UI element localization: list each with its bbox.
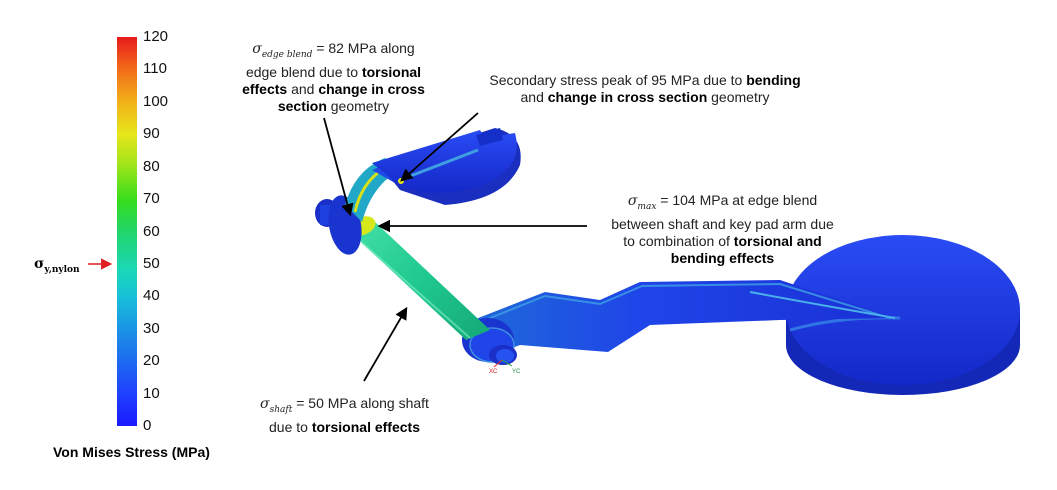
key-pad-disc [786,235,1020,395]
colorbar-tick: 110 [143,60,167,78]
colorbar-tick: 80 [143,157,160,175]
yield-symbol: σ [34,256,45,272]
stress-colorbar [117,37,137,426]
shaft-annotation: σshaft = 50 MPa along shaft due to torsi… [260,395,429,435]
colorbar-tick: 50 [143,254,160,272]
shaft-arrow [363,306,408,382]
max-stress-annotation: σmax = 104 MPa at edge blend between sha… [611,192,834,266]
colorbar-tick: 20 [143,352,160,370]
colorbar-title: Von Mises Stress (MPa) [53,444,210,460]
colorbar-tick: 120 [143,28,169,45]
shaft-symbol: σshaft [260,396,293,415]
colorbar-tick: 60 [143,222,160,240]
colorbar-tick: 0 [143,417,152,434]
colorbar-tick: 90 [143,125,160,143]
max-symbol: σmax [627,193,657,212]
secondary-peak-arrow [400,112,479,182]
key-pad-arm [468,280,896,356]
colorbar-tick: 40 [143,287,160,305]
secondary-peak-annotation: Secondary stress peak of 95 MPa due to b… [489,72,801,105]
yield-stress-label: σy,nylon [34,256,80,275]
edge-blend-annotation: σedge blend = 82 MPa along edge blend du… [242,40,425,114]
edge-blend-symbol: σedge blend [252,41,313,60]
colorbar-tick: 30 [143,319,160,337]
cradle [372,128,521,205]
coordinate-triad: XC YC [489,359,521,375]
shaft [348,216,490,340]
edge-blend-arrow [323,117,354,217]
colorbar-tick: 100 [143,92,169,110]
colorbar-tick: 10 [143,384,160,402]
triad-y-label: YC [512,369,521,375]
colorbar-tick: 70 [143,190,160,208]
triad-x-label: XC [489,369,498,375]
yield-subscript: y,nylon [44,264,80,275]
